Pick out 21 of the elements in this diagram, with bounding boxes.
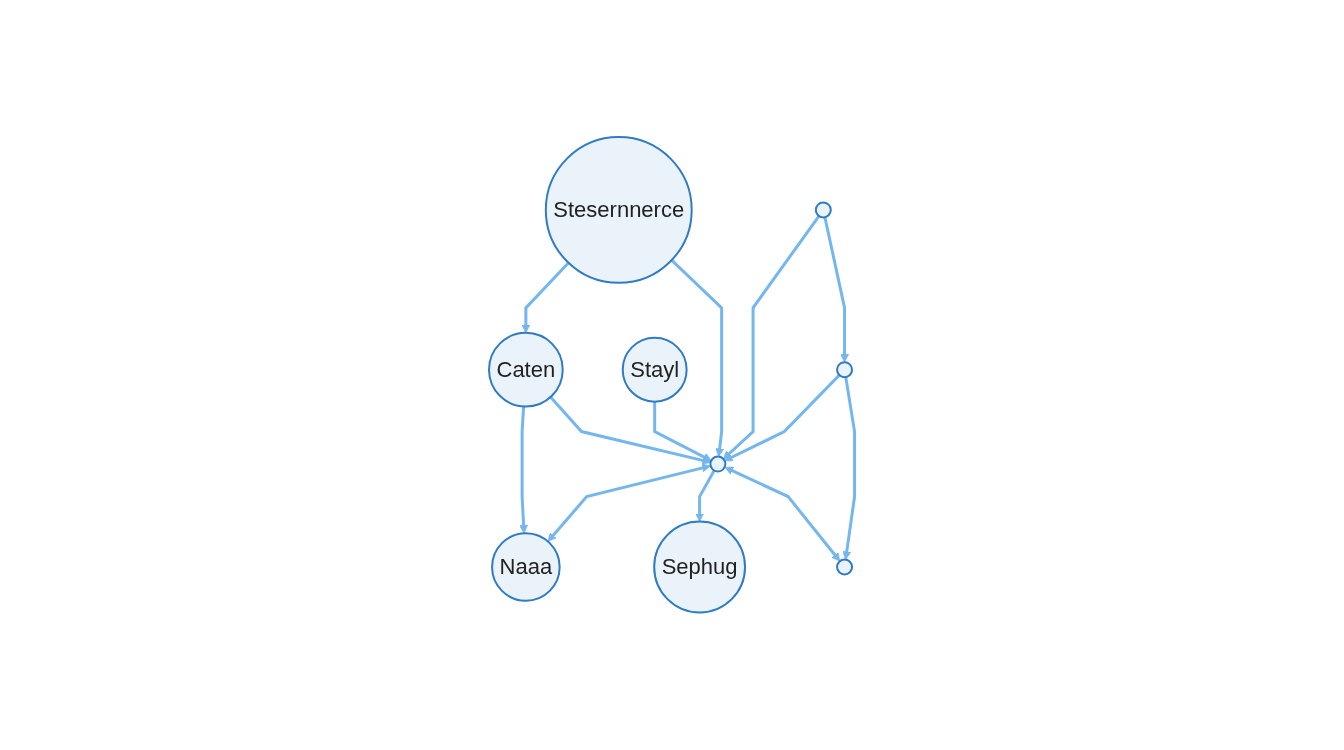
arrow bbox=[723, 215, 821, 460]
arrow bbox=[724, 374, 841, 462]
arrow bbox=[653, 401, 712, 462]
node-circle: Sephug bbox=[653, 520, 747, 614]
node-circle bbox=[709, 455, 727, 473]
node-circle: Stayl bbox=[621, 337, 688, 403]
arrow bbox=[695, 470, 716, 523]
node-circle: Naaa bbox=[491, 532, 561, 603]
arrow bbox=[549, 396, 712, 466]
arrow bbox=[521, 262, 570, 334]
arrow bbox=[842, 377, 857, 561]
arrow bbox=[547, 463, 711, 543]
node-circle bbox=[836, 558, 854, 576]
arrow bbox=[519, 406, 529, 534]
node-circle: Stesernnerce bbox=[545, 136, 693, 285]
arrow bbox=[670, 259, 725, 458]
node-circle: Caten bbox=[488, 332, 564, 408]
node-circle bbox=[836, 361, 854, 379]
arrow bbox=[823, 217, 850, 363]
node-circle bbox=[815, 201, 833, 219]
arrow bbox=[724, 467, 841, 562]
